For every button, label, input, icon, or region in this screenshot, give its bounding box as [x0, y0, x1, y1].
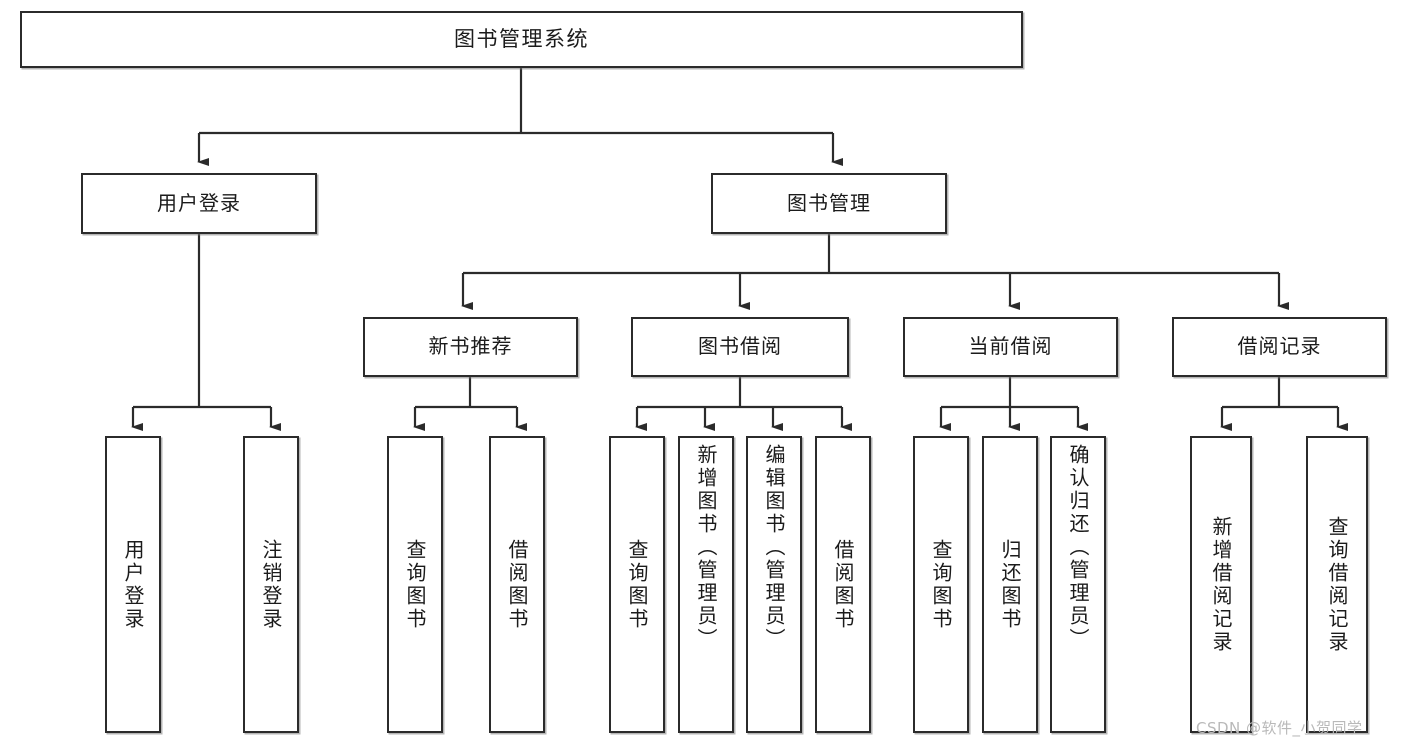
- node-label: 注销登录: [259, 538, 283, 631]
- node-label: 图书管理系统: [454, 27, 589, 52]
- node-label: 新增借阅记录: [1209, 515, 1233, 654]
- node-current-borrow[interactable]: 当前借阅: [903, 317, 1118, 377]
- node-user-login[interactable]: 用户登录: [81, 173, 317, 234]
- node-label: 图书管理: [787, 190, 871, 215]
- node-label: 借阅图书: [505, 538, 529, 631]
- leaf-book-borrow-add-book-admin[interactable]: 新增图书（管理员）: [678, 436, 734, 733]
- leaf-borrow-record-query-record[interactable]: 查询借阅记录: [1306, 436, 1368, 733]
- node-label: 当前借阅: [968, 334, 1053, 359]
- leaf-current-borrow-confirm-return-admin[interactable]: 确认归还（管理员）: [1050, 436, 1106, 733]
- node-label: 新增图书（管理员）: [694, 444, 718, 651]
- leaf-new-book-query-book[interactable]: 查询图书: [387, 436, 443, 733]
- node-root-book-management-system[interactable]: 图书管理系统: [20, 11, 1023, 68]
- node-label: 查询图书: [625, 538, 649, 631]
- csdn-watermark: CSDN @软件_小贺同学: [1196, 719, 1363, 737]
- leaf-new-book-borrow-book[interactable]: 借阅图书: [489, 436, 545, 733]
- node-label: 借阅图书: [831, 538, 855, 631]
- node-book-management[interactable]: 图书管理: [711, 173, 947, 234]
- node-new-book-recommend[interactable]: 新书推荐: [363, 317, 578, 377]
- node-label: 查询图书: [929, 538, 953, 631]
- leaf-book-borrow-borrow-book[interactable]: 借阅图书: [815, 436, 871, 733]
- node-book-borrow[interactable]: 图书借阅: [631, 317, 849, 377]
- node-label: 借阅记录: [1237, 334, 1322, 359]
- leaf-user-login-login[interactable]: 用户登录: [105, 436, 161, 733]
- leaf-current-borrow-query-book[interactable]: 查询图书: [913, 436, 969, 733]
- leaf-borrow-record-add-record[interactable]: 新增借阅记录: [1190, 436, 1252, 733]
- node-label: 编辑图书（管理员）: [762, 444, 786, 651]
- node-label: 新书推荐: [428, 334, 513, 359]
- node-label: 图书借阅: [698, 334, 782, 359]
- leaf-book-borrow-query-book[interactable]: 查询图书: [609, 436, 665, 733]
- leaf-book-borrow-edit-book-admin[interactable]: 编辑图书（管理员）: [746, 436, 802, 733]
- node-label: 查询图书: [403, 538, 427, 631]
- leaf-user-login-logout[interactable]: 注销登录: [243, 436, 299, 733]
- node-label: 查询借阅记录: [1325, 515, 1349, 654]
- node-label: 用户登录: [157, 190, 241, 215]
- node-label: 归还图书: [998, 538, 1022, 631]
- node-borrow-record[interactable]: 借阅记录: [1172, 317, 1387, 377]
- node-label: 确认归还（管理员）: [1066, 444, 1090, 651]
- node-label: 用户登录: [121, 538, 145, 631]
- leaf-current-borrow-return-book[interactable]: 归还图书: [982, 436, 1038, 733]
